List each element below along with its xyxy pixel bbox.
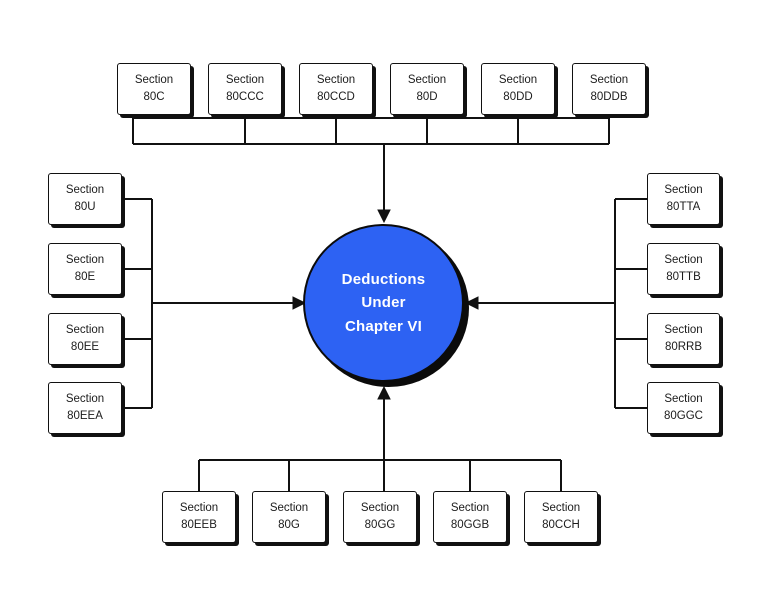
- section-box-title: Section: [65, 393, 105, 406]
- section-box-80ee: Section 80EE: [48, 313, 122, 365]
- section-box-title: Section: [65, 324, 105, 337]
- section-box-code: 80CCH: [542, 519, 580, 531]
- arrowhead-top-icon: [377, 209, 391, 224]
- section-box-code: 80GGC: [664, 410, 703, 422]
- section-box-code: 80CCD: [317, 91, 355, 103]
- center-label-line-3: Chapter VI: [344, 317, 422, 335]
- section-box-title: Section: [269, 502, 309, 515]
- section-box-title: Section: [664, 184, 703, 197]
- section-box-title: Section: [664, 254, 703, 267]
- section-box-title: Section: [225, 74, 265, 87]
- section-box-80ccc: Section 80CCC: [208, 63, 282, 115]
- center-label-line-1: Deductions: [341, 271, 426, 289]
- connector-right-group: [464, 198, 650, 409]
- section-box-code: 80EEB: [181, 519, 217, 531]
- section-box-80eea: Section 80EEA: [48, 382, 122, 434]
- section-box-80d: Section 80D: [390, 63, 464, 115]
- section-box-80tta: Section 80TTA: [647, 173, 720, 225]
- section-box-80ttb: Section 80TTB: [647, 243, 720, 295]
- section-box-title: Section: [179, 502, 219, 515]
- section-box-80u: Section 80U: [48, 173, 122, 225]
- section-box-80rrb: Section 80RRB: [647, 313, 720, 365]
- connector-left-group: [118, 198, 307, 409]
- section-box-code: 80GGB: [450, 519, 490, 531]
- section-box-code: 80CCC: [226, 91, 264, 103]
- center-node-deductions: Deductions Under Chapter VI: [303, 224, 464, 382]
- section-box-80c: Section 80C: [117, 63, 191, 115]
- section-box-title: Section: [316, 74, 356, 87]
- arrowhead-right-icon: [464, 296, 479, 310]
- section-box-80ddb: Section 80DDB: [572, 63, 646, 115]
- section-box-title: Section: [65, 184, 105, 197]
- section-box-80e: Section 80E: [48, 243, 122, 295]
- arrowhead-bottom-icon: [377, 385, 391, 400]
- section-box-80dd: Section 80DD: [481, 63, 555, 115]
- connector-bottom-group: [198, 385, 562, 495]
- section-box-title: Section: [134, 74, 174, 87]
- section-box-title: Section: [664, 393, 703, 406]
- section-box-code: 80EE: [70, 341, 100, 353]
- section-box-code: 80TTA: [666, 201, 701, 213]
- section-box-80ggc: Section 80GGC: [647, 382, 720, 434]
- section-box-code: 80D: [416, 91, 438, 103]
- section-box-title: Section: [589, 74, 629, 87]
- section-box-title: Section: [664, 324, 703, 337]
- section-box-code: 80U: [74, 201, 96, 213]
- section-box-code: 80G: [278, 519, 300, 531]
- section-box-title: Section: [541, 502, 581, 515]
- section-box-code: 80TTB: [666, 271, 701, 283]
- section-box-code: 80GG: [364, 519, 396, 531]
- section-box-code: 80DD: [503, 91, 533, 103]
- section-box-code: 80C: [143, 91, 165, 103]
- section-box-title: Section: [407, 74, 447, 87]
- section-box-80g: Section 80G: [252, 491, 326, 543]
- section-box-title: Section: [450, 502, 490, 515]
- section-box-code: 80RRB: [664, 341, 703, 353]
- center-label-line-2: Under: [361, 294, 406, 312]
- section-box-code: 80DDB: [590, 91, 628, 103]
- section-box-80cch: Section 80CCH: [524, 491, 598, 543]
- section-box-title: Section: [65, 254, 105, 267]
- section-box-80ccd: Section 80CCD: [299, 63, 373, 115]
- section-box-code: 80E: [74, 271, 96, 283]
- section-box-title: Section: [360, 502, 400, 515]
- section-box-80gg: Section 80GG: [343, 491, 417, 543]
- section-box-80eeb: Section 80EEB: [162, 491, 236, 543]
- section-box-80ggb: Section 80GGB: [433, 491, 507, 543]
- section-box-code: 80EEA: [67, 410, 103, 422]
- connector-top-group: [132, 110, 610, 224]
- arrowhead-left-icon: [292, 296, 307, 310]
- section-box-title: Section: [498, 74, 538, 87]
